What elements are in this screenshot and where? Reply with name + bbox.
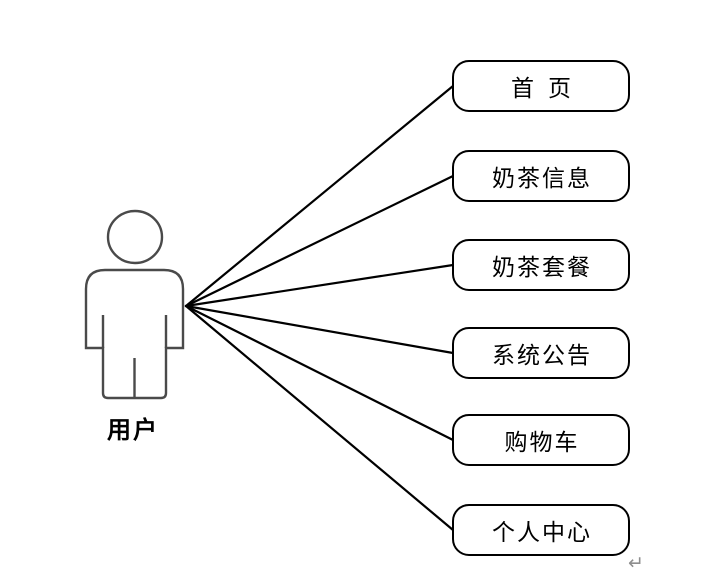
usecase-milktea-package-label: 奶茶套餐: [492, 255, 592, 280]
usecase-milktea-package: 奶茶套餐: [452, 239, 630, 291]
actor-label: 用户: [107, 417, 159, 444]
usecase-home: 首页: [452, 60, 630, 112]
usecase-shopping-cart: 购物车: [452, 414, 630, 466]
association-line-milktea-package: [184, 263, 455, 308]
usecase-home-label: 首页: [511, 76, 585, 101]
line-break-mark: ↵: [628, 552, 644, 574]
association-line-milktea-info: [184, 174, 455, 308]
usecase-milktea-info-label: 奶茶信息: [492, 166, 592, 191]
actor-head-icon: [106, 209, 164, 265]
association-line-shopping-cart: [184, 304, 455, 442]
usecase-shopping-cart-label: 购物车: [504, 430, 580, 455]
usecase-system-announcement: 系统公告: [452, 327, 630, 379]
actor-arm-lines-icon: [101, 315, 168, 348]
association-lines: [184, 84, 455, 532]
association-line-personal-center: [184, 304, 455, 532]
usecase-system-announcement-label: 系统公告: [492, 343, 592, 368]
association-line-home: [184, 84, 455, 308]
usecase-personal-center: 个人中心: [452, 504, 630, 556]
association-line-system-announcement: [184, 304, 455, 355]
actor-figure: [84, 209, 185, 400]
usecase-personal-center-label: 个人中心: [492, 520, 592, 545]
usecase-milktea-info: 奶茶信息: [452, 150, 630, 202]
